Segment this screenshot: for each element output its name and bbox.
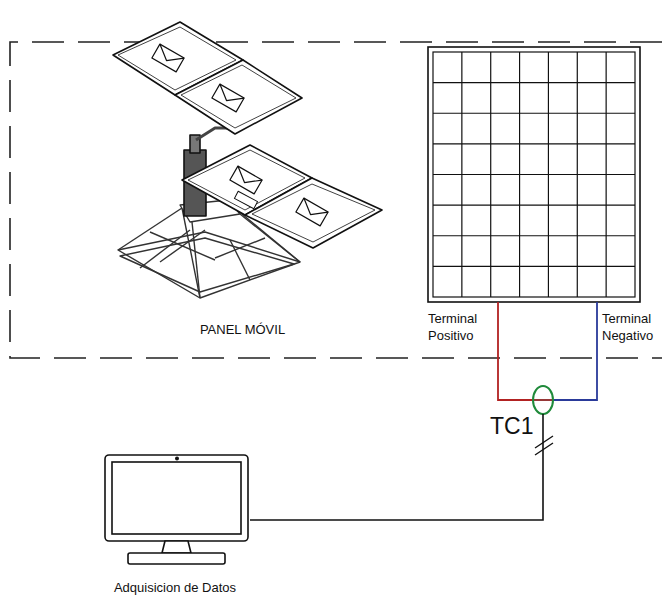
laptop: [105, 455, 248, 564]
multi-wire-mark: [535, 436, 553, 455]
signal-cable: [250, 441, 543, 520]
terminal-label: Terminal Negativo: [602, 311, 660, 345]
solar-panel: [428, 47, 640, 302]
moving-panel: [113, 22, 382, 298]
node-label: TC1: [490, 413, 533, 439]
conductor: [533, 399, 553, 401]
node-label: PANEL MÓVIL: [200, 323, 285, 338]
negative-wire: [553, 302, 597, 400]
data-acquisition-node: Adquisicion de Datos: [100, 452, 250, 598]
current-transformer: [533, 386, 553, 414]
terminal-label: Terminal Positivo: [428, 311, 490, 345]
current-transformer-node: TC1: [486, 384, 558, 441]
node-label: Adquisicion de Datos: [114, 581, 236, 596]
positive-wire: [498, 302, 533, 400]
panel-illustration: PANEL MÓVIL: [95, 15, 390, 340]
dashed-boundary: [10, 42, 662, 358]
signal-wire: [542, 414, 544, 441]
